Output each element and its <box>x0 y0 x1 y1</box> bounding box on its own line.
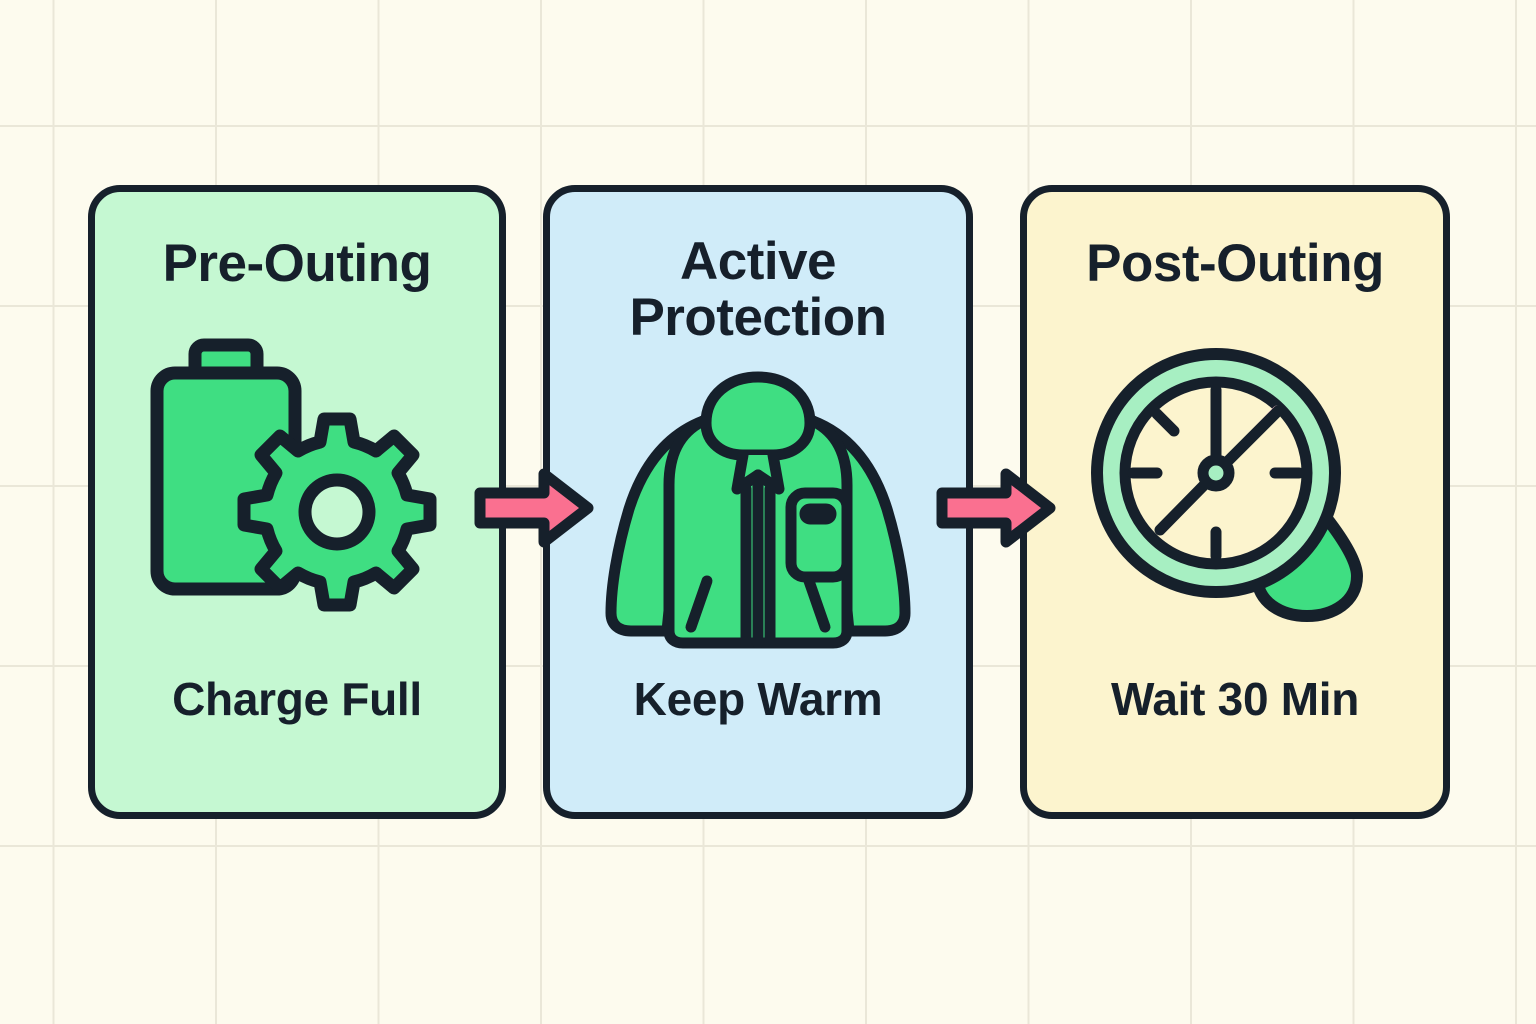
step-icon-slot-active-protection <box>550 345 966 672</box>
step-caption-charge-full: Charge Full <box>172 673 422 725</box>
battery-gear-icon <box>147 337 447 627</box>
winter-jacket-icon <box>603 369 913 649</box>
arrow-right-icon <box>936 466 1058 550</box>
step-title-post-outing: Post-Outing <box>1086 234 1384 293</box>
step-card-post-outing[interactable]: Post-Outing <box>1020 185 1450 819</box>
step-caption-keep-warm: Keep Warm <box>633 673 883 725</box>
step-title-pre-outing: Pre-Outing <box>162 234 432 293</box>
step-icon-slot-pre-outing <box>95 292 499 672</box>
step-card-pre-outing[interactable]: Pre-Outing Charge Full <box>88 185 506 819</box>
step-icon-slot-post-outing <box>1027 292 1443 672</box>
step-card-active-protection[interactable]: Active Protection <box>543 185 973 819</box>
step-title-active-protection: Active Protection <box>629 232 887 347</box>
clock-droplet-icon <box>1085 342 1385 622</box>
step-caption-wait-30-min: Wait 30 Min <box>1110 673 1359 725</box>
arrow-right-icon <box>474 466 596 550</box>
